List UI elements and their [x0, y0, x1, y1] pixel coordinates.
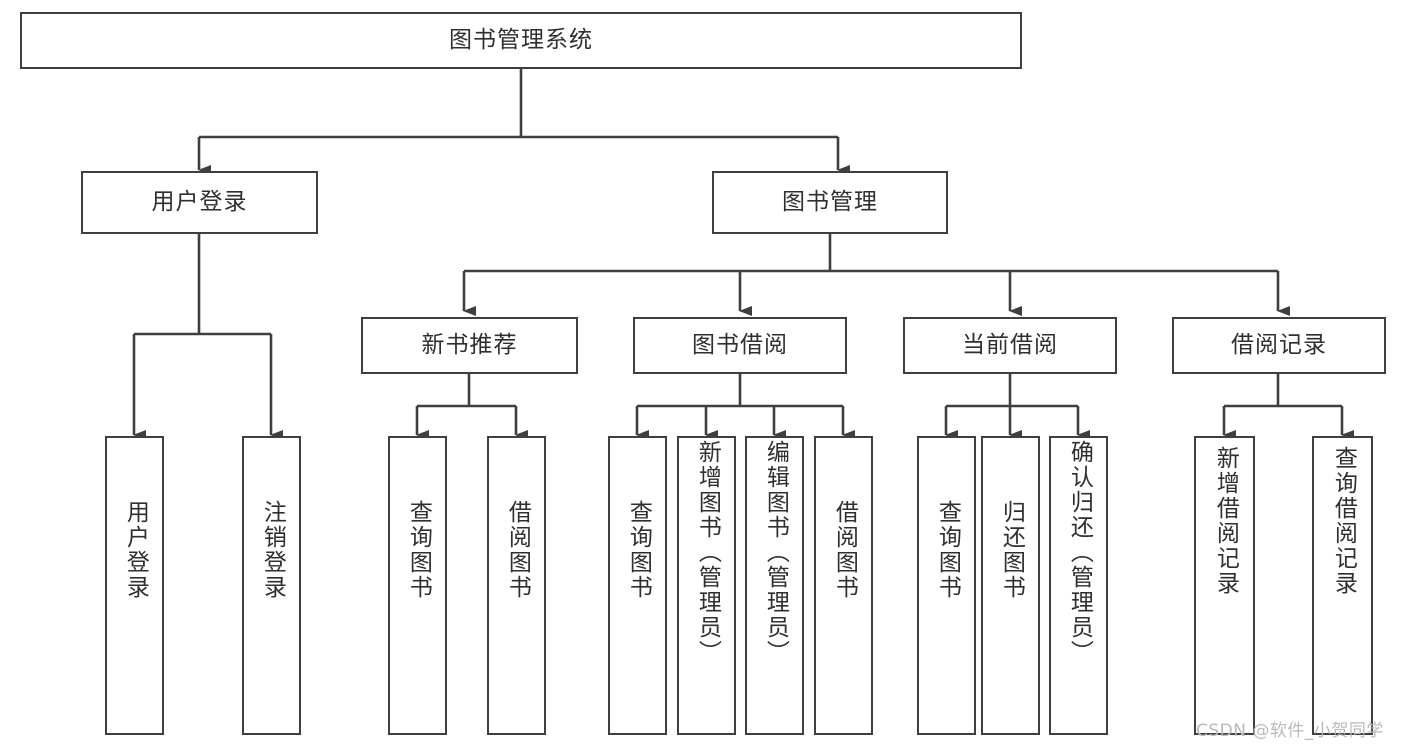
node-new-book-rec[interactable]: 新书推荐: [361, 317, 578, 374]
node-borrow-record-label: 借阅记录: [1231, 331, 1327, 358]
node-leaf-confirm-return[interactable]: 确认归还（管理员）: [1049, 436, 1108, 735]
node-leaf-user-login[interactable]: 用户登录: [105, 436, 164, 735]
node-leaf-return-book-label: 归还图书: [998, 500, 1025, 600]
node-leaf-add-book-label: 新增图书（管理员）: [694, 440, 721, 665]
node-current-borrow-label: 当前借阅: [962, 331, 1058, 358]
node-new-book-rec-label: 新书推荐: [421, 331, 518, 358]
csdn-watermark: CSDN @软件_小贺同学: [1196, 721, 1384, 741]
node-leaf-query-record[interactable]: 查询借阅记录: [1312, 436, 1373, 735]
node-leaf-query-book-2-label: 查询图书: [625, 500, 652, 600]
node-leaf-query-book-1-label: 查询图书: [405, 500, 432, 600]
node-user-login-label: 用户登录: [151, 188, 248, 215]
node-borrow-record[interactable]: 借阅记录: [1172, 317, 1386, 374]
node-leaf-query-book-3[interactable]: 查询图书: [917, 436, 976, 735]
node-book-borrow[interactable]: 图书借阅: [633, 317, 847, 374]
node-root-label: 图书管理系统: [449, 26, 593, 53]
node-leaf-query-record-label: 查询借阅记录: [1330, 446, 1357, 596]
node-current-borrow[interactable]: 当前借阅: [903, 317, 1117, 374]
node-leaf-logout-label: 注销登录: [259, 500, 286, 600]
node-leaf-borrow-book-2[interactable]: 借阅图书: [814, 436, 873, 735]
node-leaf-add-record-label: 新增借阅记录: [1212, 446, 1239, 596]
node-book-manage-label: 图书管理: [782, 188, 878, 215]
node-book-manage[interactable]: 图书管理: [712, 171, 948, 234]
node-leaf-user-login-label: 用户登录: [122, 500, 149, 600]
node-leaf-query-book-1[interactable]: 查询图书: [388, 436, 447, 735]
node-leaf-add-record[interactable]: 新增借阅记录: [1194, 436, 1255, 735]
node-leaf-borrow-book-1[interactable]: 借阅图书: [487, 436, 546, 735]
node-leaf-add-book[interactable]: 新增图书（管理员）: [677, 436, 736, 735]
node-user-login[interactable]: 用户登录: [81, 171, 318, 234]
node-leaf-borrow-book-1-label: 借阅图书: [504, 500, 531, 600]
node-leaf-query-book-2[interactable]: 查询图书: [608, 436, 667, 735]
node-leaf-edit-book[interactable]: 编辑图书（管理员）: [745, 436, 804, 735]
node-leaf-return-book[interactable]: 归还图书: [981, 436, 1040, 735]
node-leaf-edit-book-label: 编辑图书（管理员）: [762, 440, 789, 665]
node-leaf-confirm-return-label: 确认归还（管理员）: [1066, 440, 1093, 665]
node-leaf-borrow-book-2-label: 借阅图书: [831, 500, 858, 600]
node-root[interactable]: 图书管理系统: [20, 12, 1022, 69]
node-book-borrow-label: 图书借阅: [692, 331, 788, 358]
node-leaf-logout[interactable]: 注销登录: [242, 436, 301, 735]
node-leaf-query-book-3-label: 查询图书: [934, 500, 961, 600]
